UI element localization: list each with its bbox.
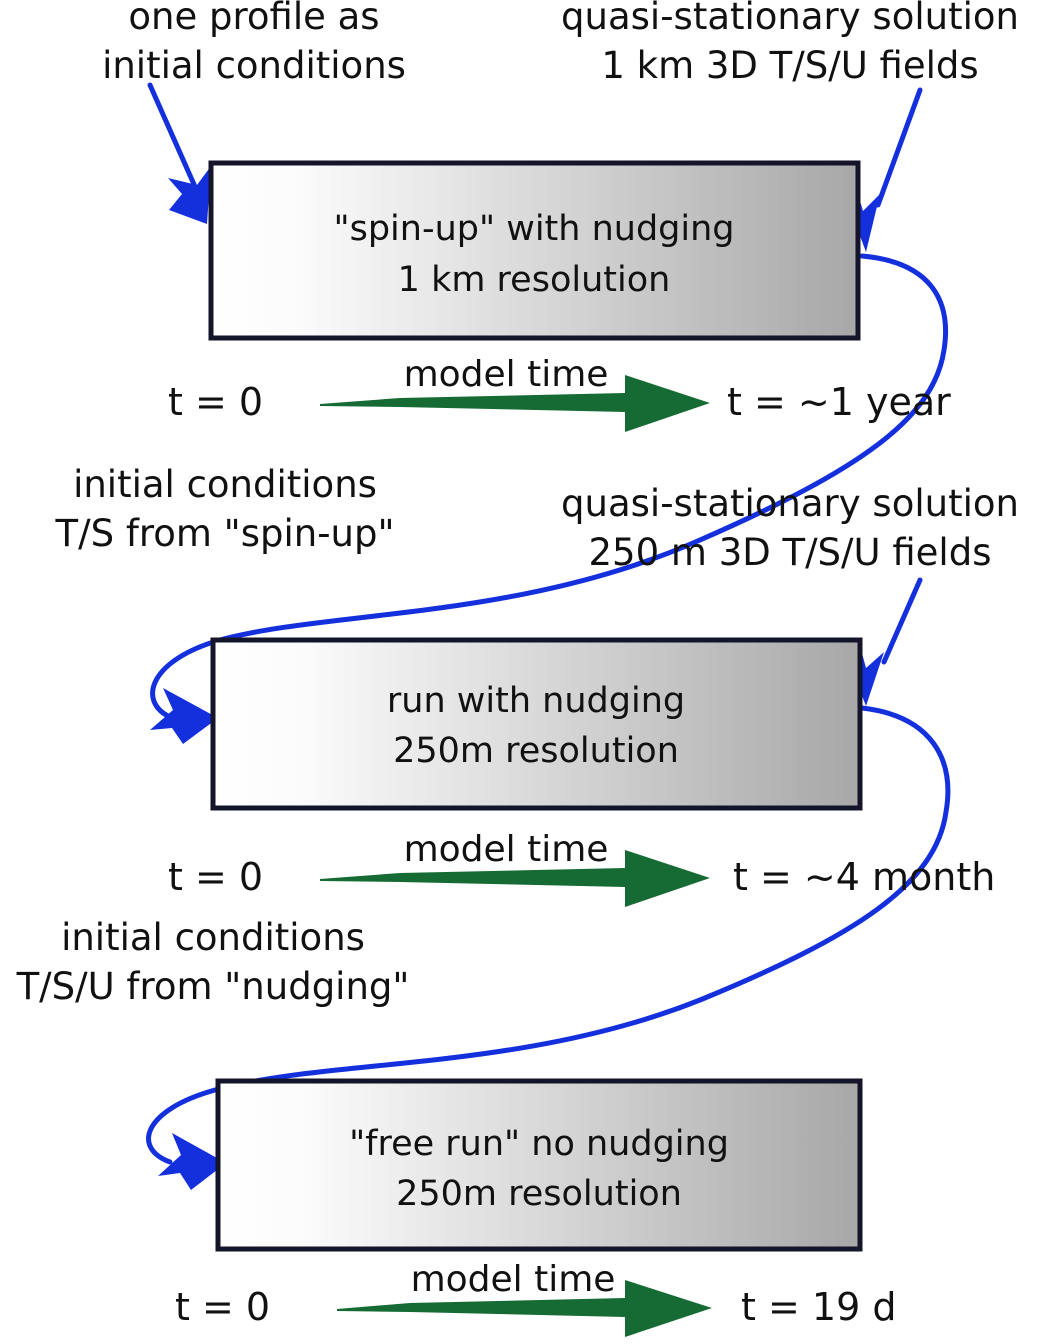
- timeline-free-run-arrow-label: model time: [411, 1259, 616, 1300]
- annotation-profile-ic-line1: one profile as: [128, 0, 379, 38]
- s-curve-path-1: [150, 253, 949, 719]
- stage-box-nudging-run-line1: run with nudging: [387, 681, 685, 721]
- stage-box-free-run-line1: "free run" no nudging: [349, 1124, 729, 1164]
- connector-spinup-to-nudging: [150, 253, 949, 744]
- connector-nudging-to-freerun: [146, 705, 951, 1190]
- timeline-nudging-run: t = 0 model time t = ~4 month: [168, 829, 995, 907]
- annotation-ic-ts-spinup-line1: initial conditions: [73, 463, 377, 506]
- timeline-nudging-run-arrow: [320, 850, 710, 907]
- annotation-ic-ts-spinup-line2: T/S from "spin-up": [55, 512, 395, 555]
- stage-box-free-run-rect: [215, 1078, 863, 1252]
- annotation-qss-1km: quasi-stationary solution 1 km 3D T/S/U …: [561, 0, 1019, 87]
- timeline-spin-up: t = 0 model time t = ~1 year: [168, 354, 951, 432]
- s-curve-path-2: [146, 705, 951, 1165]
- annotation-qss-1km-line2: 1 km 3D T/S/U fields: [601, 44, 978, 87]
- arrowhead-into-freerun-box: [158, 1133, 226, 1190]
- timeline-spin-up-start: t = 0: [168, 380, 263, 424]
- arrow-shaft-profile-ic: [147, 82, 203, 201]
- timeline-free-run-start: t = 0: [175, 1285, 270, 1329]
- stage-box-nudging-run[interactable]: run with nudging 250m resolution: [210, 637, 863, 811]
- arrowhead-into-nudging-box: [150, 688, 218, 744]
- annotation-ic-tsu-nudging-line1: initial conditions: [61, 916, 365, 959]
- arrow-shaft-qss-1km: [875, 87, 923, 208]
- annotation-qss-250m-line1: quasi-stationary solution: [561, 482, 1019, 525]
- stage-box-spin-up-line2: 1 km resolution: [398, 260, 671, 300]
- annotation-qss-250m: quasi-stationary solution 250 m 3D T/S/U…: [561, 482, 1019, 574]
- stage-box-free-run-line2: 250m resolution: [396, 1174, 682, 1214]
- annotation-qss-250m-line2: 250 m 3D T/S/U fields: [589, 531, 992, 574]
- arrowhead-profile-ic: [168, 166, 211, 224]
- stage-box-nudging-run-rect: [210, 637, 863, 811]
- annotation-qss-1km-line1: quasi-stationary solution: [561, 0, 1019, 38]
- timeline-nudging-run-start: t = 0: [168, 855, 263, 899]
- stage-box-nudging-run-line2: 250m resolution: [393, 731, 679, 771]
- stage-box-spin-up-rect: [208, 160, 861, 341]
- timeline-spin-up-arrow: [320, 375, 710, 432]
- annotation-profile-ic-line2: initial conditions: [102, 44, 406, 87]
- timeline-free-run: t = 0 model time t = 19 d: [175, 1259, 896, 1337]
- annotation-ic-tsu-nudging-line2: T/S/U from "nudging": [16, 965, 410, 1008]
- stage-box-free-run[interactable]: "free run" no nudging 250m resolution: [215, 1078, 863, 1252]
- timeline-free-run-arrow: [337, 1280, 712, 1337]
- arrow-shaft-qss-250m: [881, 577, 923, 665]
- timeline-free-run-end: t = 19 d: [741, 1285, 896, 1329]
- timeline-spin-up-arrow-label: model time: [404, 354, 609, 395]
- annotation-profile-ic: one profile as initial conditions: [102, 0, 406, 87]
- annotation-ic-ts-spinup: initial conditions T/S from "spin-up": [55, 463, 395, 555]
- timeline-nudging-run-end: t = ~4 month: [733, 855, 995, 899]
- timeline-spin-up-end: t = ~1 year: [727, 380, 951, 424]
- arrow-profile-initial-conditions: [147, 82, 211, 224]
- stage-box-spin-up[interactable]: "spin-up" with nudging 1 km resolution: [208, 160, 861, 341]
- timeline-nudging-run-arrow-label: model time: [404, 829, 609, 870]
- stage-box-spin-up-line1: "spin-up" with nudging: [333, 209, 734, 249]
- annotation-ic-tsu-nudging: initial conditions T/S/U from "nudging": [16, 916, 410, 1008]
